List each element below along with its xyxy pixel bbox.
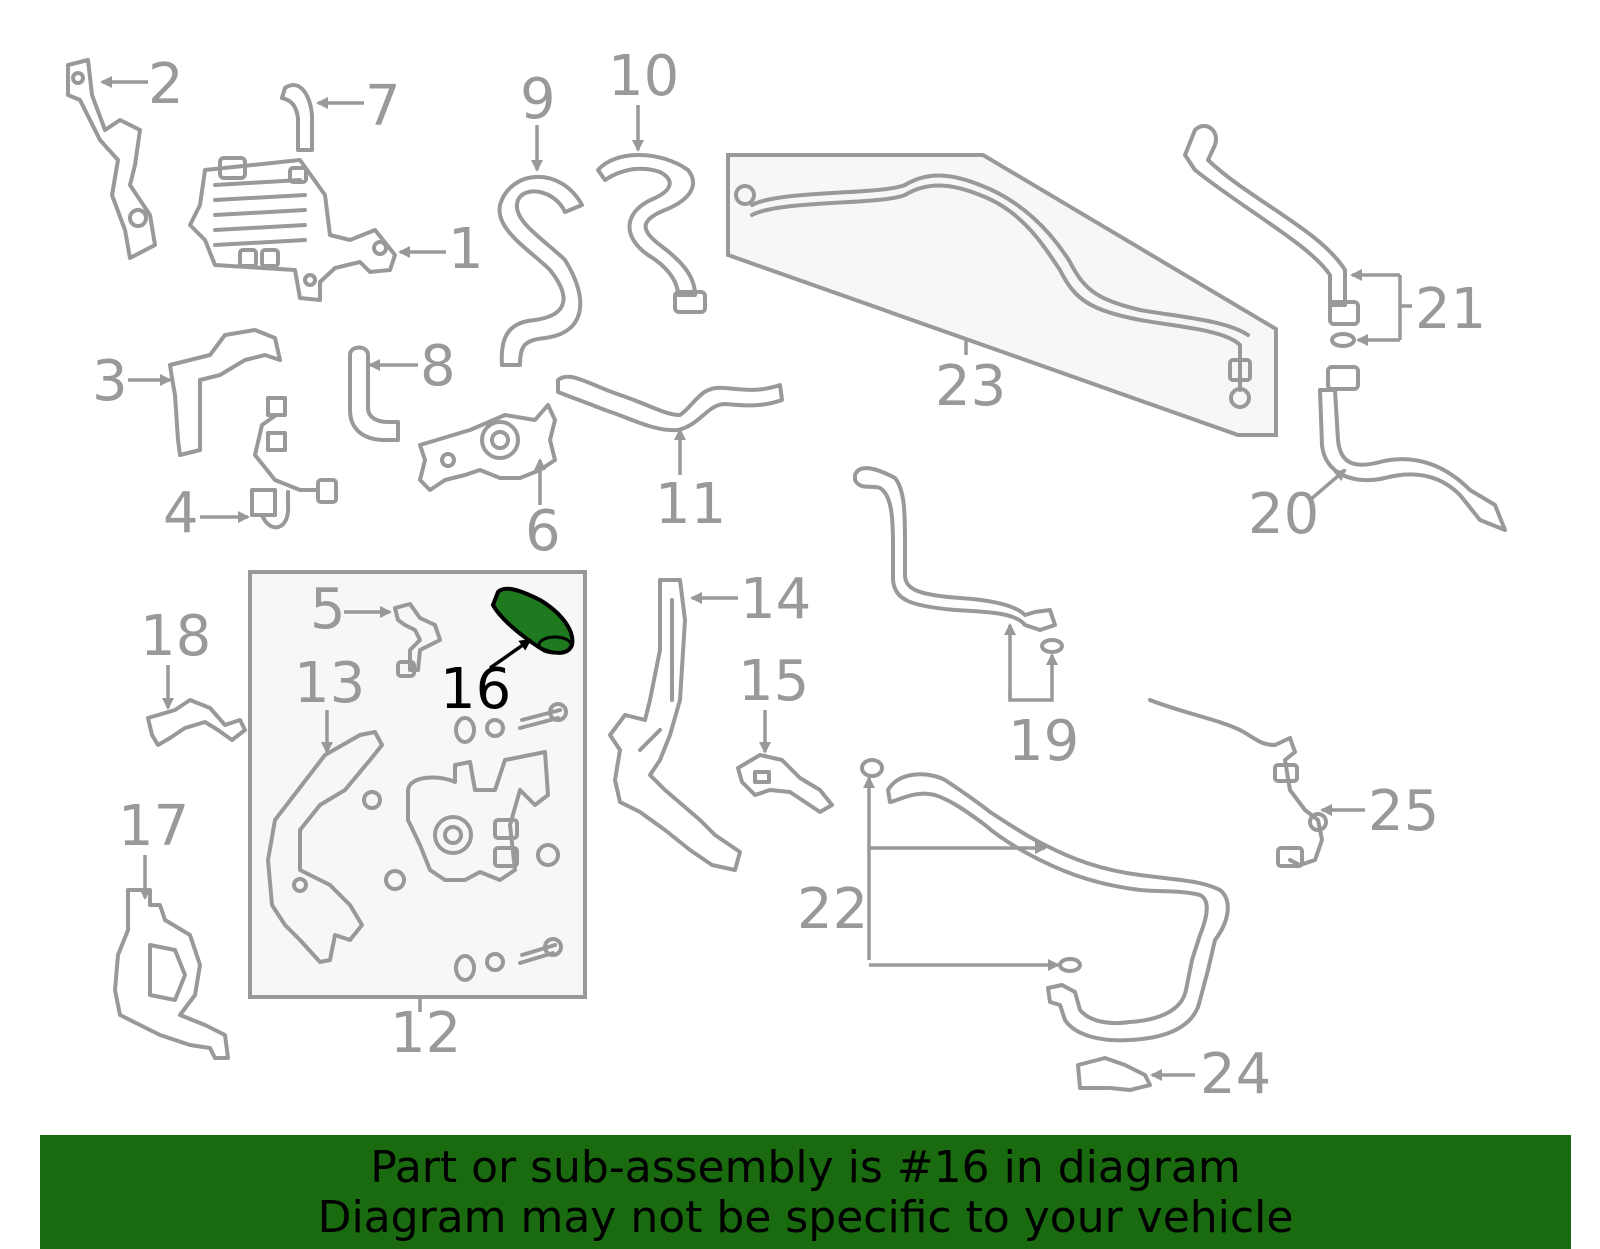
callout-5: 5 (310, 577, 346, 642)
callout-6: 6 (525, 499, 561, 564)
callout-17: 17 (118, 794, 189, 859)
part-14-bracket (608, 578, 742, 872)
part-13-bracket (266, 730, 384, 964)
part-1-cooler-assembly (188, 156, 397, 302)
part-22-hose-assembly (860, 758, 1230, 1043)
part-12-pump-assembly (362, 702, 568, 982)
callout-22: 22 (797, 877, 868, 942)
callout-9: 9 (520, 67, 556, 132)
part-20-pipe (1318, 365, 1507, 532)
callout-21: 21 (1415, 277, 1486, 342)
part-21-pipe (1183, 124, 1360, 348)
callout-2: 2 (148, 52, 184, 117)
part-7-hose (280, 83, 314, 152)
part-10-hose (596, 153, 707, 314)
part-16-hose-highlighted (490, 586, 575, 655)
callout-20: 20 (1248, 482, 1319, 547)
part-15-bracket (736, 753, 834, 814)
callout-4: 4 (163, 481, 199, 546)
part-19-pipe (853, 466, 1064, 654)
part-24-connector (1076, 1056, 1152, 1092)
leader-lines (100, 76, 1412, 1081)
callout-labels: 1 2 3 4 5 6 7 8 9 10 11 12 13 14 15 16 1… (92, 44, 1486, 1107)
part-6-water-pump (418, 403, 557, 492)
callout-7: 7 (365, 74, 401, 139)
callout-19: 19 (1008, 709, 1079, 774)
part-4-harness (250, 396, 338, 530)
callout-25: 25 (1368, 779, 1439, 844)
callout-24: 24 (1200, 1042, 1271, 1107)
callout-14: 14 (740, 567, 811, 632)
callout-16: 16 (440, 657, 511, 722)
banner-line-2: Diagram may not be specific to your vehi… (317, 1192, 1294, 1243)
part-23-pipe-panel (726, 153, 1278, 437)
callout-8: 8 (420, 334, 456, 399)
part-18-bracket (146, 698, 247, 747)
part-2-bracket (66, 58, 157, 260)
callout-13: 13 (294, 651, 365, 716)
callout-11: 11 (655, 472, 726, 537)
callout-1: 1 (448, 217, 484, 282)
part-3-bracket (168, 328, 282, 457)
part-17-shield (113, 888, 230, 1060)
callout-15: 15 (738, 649, 809, 714)
part-11-hose (556, 374, 784, 433)
callout-3: 3 (92, 349, 128, 414)
part-25-sensor-harness (1148, 698, 1328, 868)
callout-23: 23 (935, 354, 1006, 419)
callout-18: 18 (140, 604, 211, 669)
part-5-sensor (393, 602, 442, 678)
callout-10: 10 (608, 44, 679, 109)
banner-line-1: Part or sub-assembly is #16 in diagram (370, 1142, 1241, 1193)
part-9-hose (497, 174, 584, 367)
part-8-hose (348, 345, 400, 442)
info-banner: Part or sub-assembly is #16 in diagram D… (40, 1135, 1571, 1249)
callout-12: 12 (390, 1001, 461, 1066)
